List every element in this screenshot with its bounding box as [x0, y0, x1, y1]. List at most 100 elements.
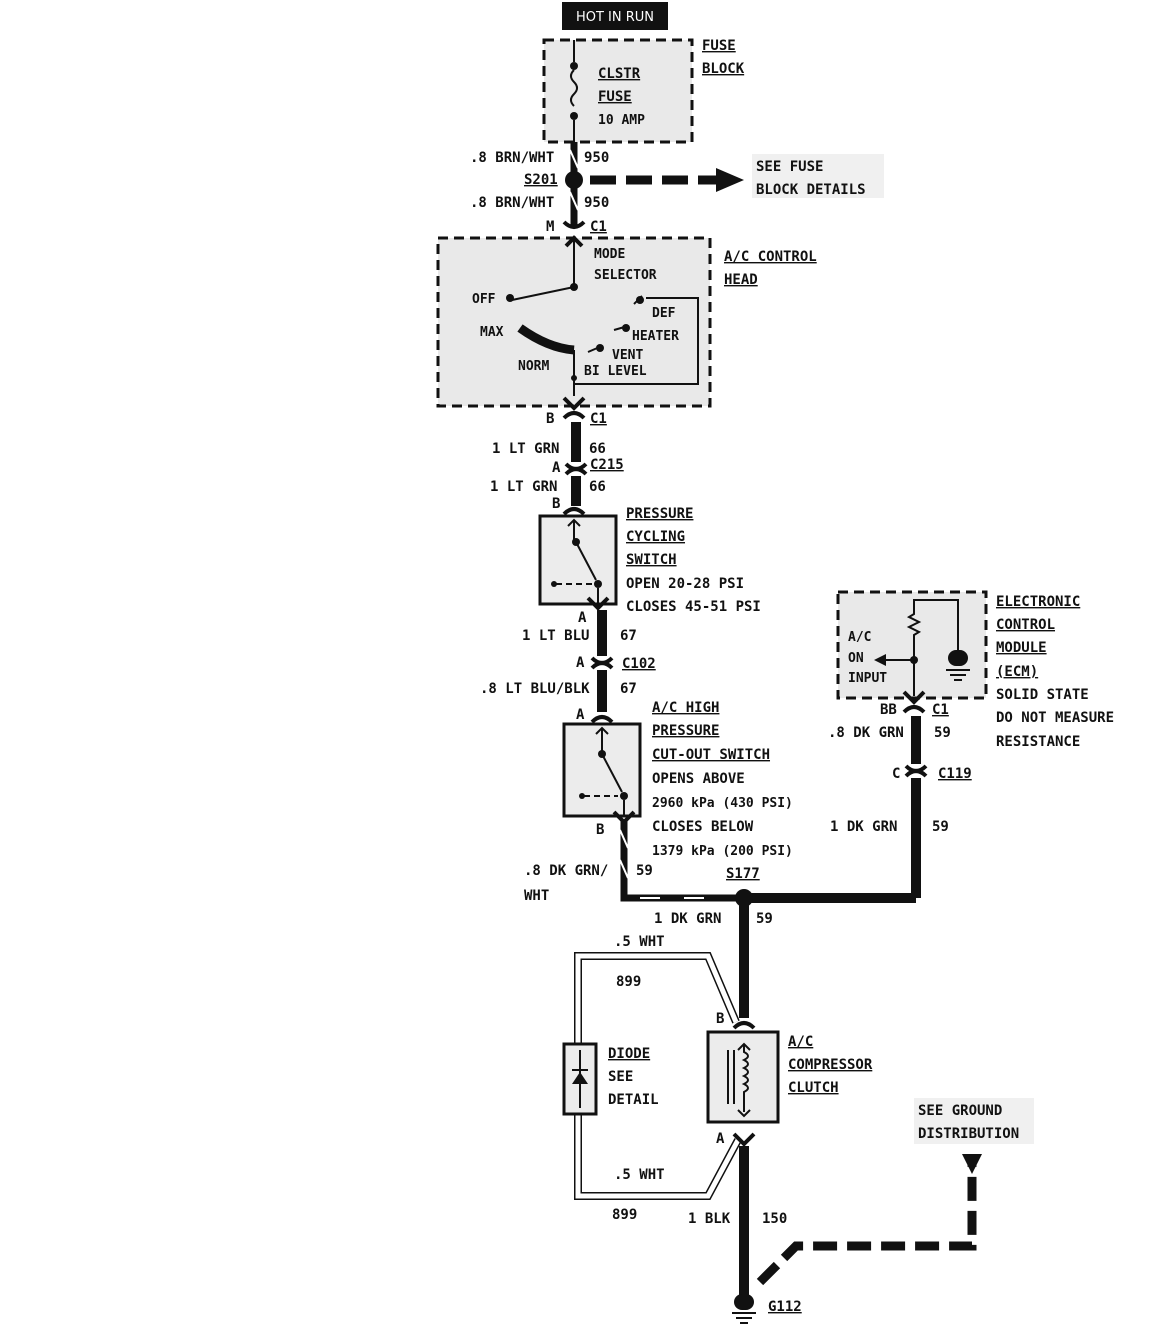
pcs-spec-line2: CLOSES 45-51 PSI [626, 599, 761, 615]
selector-line2: SELECTOR [594, 268, 657, 283]
s177-wire-bottom: 1 DK GRN [654, 911, 721, 927]
s177-wire-left-line2: WHT [524, 888, 549, 904]
c102-circuit-top: 67 [620, 628, 637, 644]
hps-title-line3: CUT-OUT SWITCH [652, 747, 770, 763]
control-head-title-line1: A/C CONTROL [724, 249, 817, 265]
circuit-59-main: .8 DK GRN/ WHT 59 S177 1 DK GRN 59 [524, 820, 916, 1018]
ground-circuit: 150 [762, 1211, 787, 1227]
pos-norm: NORM [518, 359, 549, 374]
s177-wire-left-line1: .8 DK GRN/ [524, 863, 608, 879]
clutch-title-line1: A/C [788, 1034, 813, 1050]
c102-pin: A [576, 655, 585, 671]
clutch-pin-bottom: A [716, 1131, 725, 1147]
control-head-conn-top-id: C1 [590, 219, 607, 235]
fuse-ref-line1: SEE FUSE [756, 159, 823, 175]
circuit-67: 1 LT BLU 67 A C102 .8 LT BLU/BLK 67 [480, 610, 656, 712]
ecm-note-line3: RESISTANCE [996, 734, 1080, 750]
ground-ref-line2: DISTRIBUTION [918, 1126, 1019, 1142]
ground-ref-arrow-icon [962, 1154, 982, 1174]
c102-id: C102 [622, 656, 656, 672]
pos-def: DEF [652, 306, 676, 321]
clutch-title-line2: COMPRESSOR [788, 1057, 873, 1073]
loop-circuit-top: 899 [616, 974, 641, 990]
loop-circuit-bottom: 899 [612, 1207, 637, 1223]
c215-wire-top: 1 LT GRN [492, 441, 559, 457]
ecm-note-line1: SOLID STATE [996, 687, 1089, 703]
circuit-66: 1 LT GRN 66 A C215 1 LT GRN 66 [490, 422, 624, 506]
ecm-input-line1: A/C [848, 630, 871, 645]
splice-s201-dot [565, 171, 583, 189]
c102-wire-bottom: .8 LT BLU/BLK [480, 681, 590, 697]
hps-pin-bottom: B [596, 822, 604, 838]
clutch-pin-top: B [716, 1011, 724, 1027]
ecm-conn-id: C1 [932, 702, 949, 718]
ground-ref-line1: SEE GROUND [918, 1103, 1002, 1119]
pos-bilevel: BI LEVEL [584, 364, 647, 379]
selector-line1: MODE [594, 247, 625, 262]
ground-id: G112 [768, 1299, 802, 1315]
ecm-title-line3: MODULE [996, 640, 1047, 656]
pcs-pin-top: B [552, 496, 560, 512]
ecm-title-line1: ELECTRONIC [996, 594, 1080, 610]
fuse-rating: 10 AMP [598, 113, 645, 128]
c102-wire-top: 1 LT BLU [522, 628, 589, 644]
loop-wire-bottom: .5 WHT [614, 1167, 665, 1183]
circuit-950: .8 BRN/WHT 950 S201 .8 BRN/WHT 950 SEE F… [470, 142, 884, 225]
pressure-cycling-switch: B PRESSURE CYCLING SWITCH OPEN 20-28 PSI… [538, 496, 761, 626]
pcs-title-line1: PRESSURE [626, 506, 693, 522]
c102-circuit-bottom: 67 [620, 681, 637, 697]
control-head-conn-top-pin: M [546, 219, 554, 235]
ecm-module: A/C ON INPUT ELECTRONIC CONTROL MODULE (… [836, 590, 1114, 750]
ecm-input-arrow-icon [874, 654, 886, 666]
pcs-title-line3: SWITCH [626, 552, 677, 568]
c119-circuit: 59 [932, 819, 949, 835]
s177-circuit-bottom: 59 [756, 911, 773, 927]
hot-in-run-header: HOT IN RUN [562, 2, 668, 30]
pos-heater: HEATER [632, 329, 679, 344]
s201-circuit-top: 950 [584, 150, 609, 166]
pcs-pin-bottom: A [578, 610, 587, 626]
hps-spec-line2: 2960 kPa (430 PSI) [652, 796, 793, 811]
c215-circuit-top: 66 [589, 441, 606, 457]
s177-label: S177 [726, 866, 760, 882]
arrow-right-icon [716, 168, 744, 192]
s201-wire-top: .8 BRN/WHT [470, 150, 554, 166]
loop-wire-top: .5 WHT [614, 934, 665, 950]
c119-id: C119 [938, 766, 972, 782]
ecm-title-line4: (ECM) [996, 664, 1038, 680]
hps-spec-line1: OPENS ABOVE [652, 771, 745, 787]
c215-circuit-bottom: 66 [589, 479, 606, 495]
hps-title-line2: PRESSURE [652, 723, 719, 739]
pos-max: MAX [480, 325, 504, 340]
s201-label: S201 [524, 172, 558, 188]
s201-circuit-bottom: 950 [584, 195, 609, 211]
diode-title: DIODE [608, 1046, 650, 1062]
ecm-pin: BB [880, 702, 897, 718]
ecm-circuit: 59 [934, 725, 951, 741]
c215-pin: A [552, 460, 561, 476]
c215-id: C215 [590, 457, 624, 473]
ecm-ground-icon [948, 650, 968, 666]
hp-cutout-switch: A A/C HIGH PRESSURE CUT-OUT SWITCH OPENS… [562, 700, 793, 859]
fuse-ref-line2: BLOCK DETAILS [756, 182, 866, 198]
ecm-wire: .8 DK GRN [828, 725, 904, 741]
control-head-title-line2: HEAD [724, 272, 758, 288]
hps-spec-line4: 1379 kPa (200 PSI) [652, 844, 793, 859]
ground-g112-icon [734, 1294, 754, 1310]
s201-wire-bottom: .8 BRN/WHT [470, 195, 554, 211]
ecm-input-line3: INPUT [848, 671, 887, 686]
ground-circuit-150: 1 BLK 150 G112 SEE GROUND DISTRIBUTION [688, 1098, 1034, 1324]
compressor-clutch: B A/C COMPRESSOR CLUTCH A [706, 1011, 873, 1147]
diode-note-line2: DETAIL [608, 1092, 659, 1108]
hot-label: HOT IN RUN [576, 10, 654, 25]
hps-title-line1: A/C HIGH [652, 700, 719, 716]
fuse-block: CLSTR FUSE 10 AMP FUSE BLOCK [542, 38, 745, 144]
diode-note-line1: SEE [608, 1069, 633, 1085]
c119-pin: C [892, 766, 900, 782]
ecm-title-line2: CONTROL [996, 617, 1055, 633]
pcs-spec-line1: OPEN 20-28 PSI [626, 576, 744, 592]
clutch-title-line3: CLUTCH [788, 1080, 839, 1096]
control-head-conn-bot-id: C1 [590, 411, 607, 427]
hps-pin-top: A [576, 707, 585, 723]
